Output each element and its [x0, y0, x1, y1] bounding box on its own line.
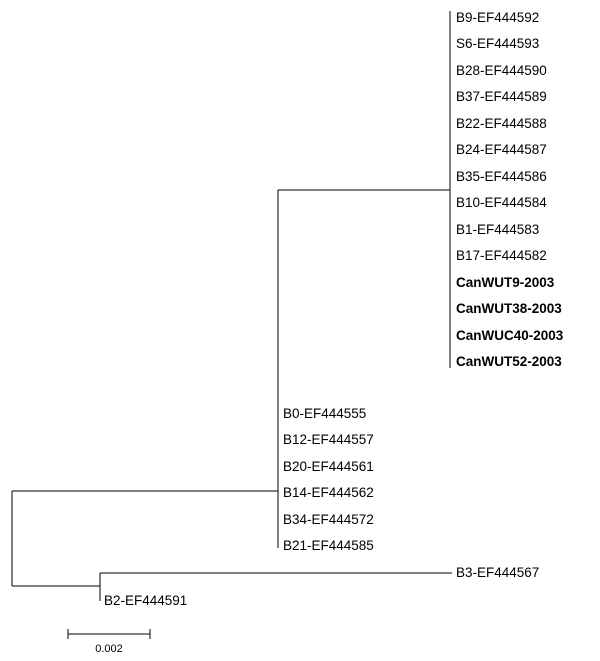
taxon-label: B28-EF444590 [456, 63, 547, 78]
taxon-label: S6-EF444593 [456, 36, 539, 51]
taxon-label: B17-EF444582 [456, 248, 547, 263]
taxon-label: B22-EF444588 [456, 116, 547, 131]
taxon-label: B0-EF444555 [283, 406, 366, 421]
scale-bar-label: 0.002 [95, 643, 123, 655]
taxon-label: B9-EF444592 [456, 10, 539, 25]
taxon-label: B35-EF444586 [456, 169, 547, 184]
taxon-label: B10-EF444584 [456, 195, 547, 210]
taxon-label-highlighted: CanWUT9-2003 [456, 275, 555, 290]
clade-b-labels: B0-EF444555 B12-EF444557 B20-EF444561 B1… [283, 406, 374, 553]
taxon-label-outgroup-short: B2-EF444591 [104, 593, 187, 608]
taxon-label: B37-EF444589 [456, 89, 547, 104]
taxon-label: B24-EF444587 [456, 142, 547, 157]
taxon-label-highlighted: CanWUC40-2003 [456, 328, 564, 343]
taxon-label: B34-EF444572 [283, 512, 374, 527]
taxon-label-highlighted: CanWUT52-2003 [456, 354, 562, 369]
taxon-label: B21-EF444585 [283, 538, 374, 553]
taxon-label: B14-EF444562 [283, 485, 374, 500]
taxon-label: B12-EF444557 [283, 432, 374, 447]
taxon-label-highlighted: CanWUT38-2003 [456, 301, 562, 316]
taxon-label: B1-EF444583 [456, 222, 539, 237]
taxon-label: B20-EF444561 [283, 459, 374, 474]
taxon-label-outgroup-long: B3-EF444567 [456, 565, 539, 580]
clade-a-labels: B9-EF444592 S6-EF444593 B28-EF444590 B37… [456, 10, 564, 369]
scale-bar: 0.002 [67, 629, 151, 655]
